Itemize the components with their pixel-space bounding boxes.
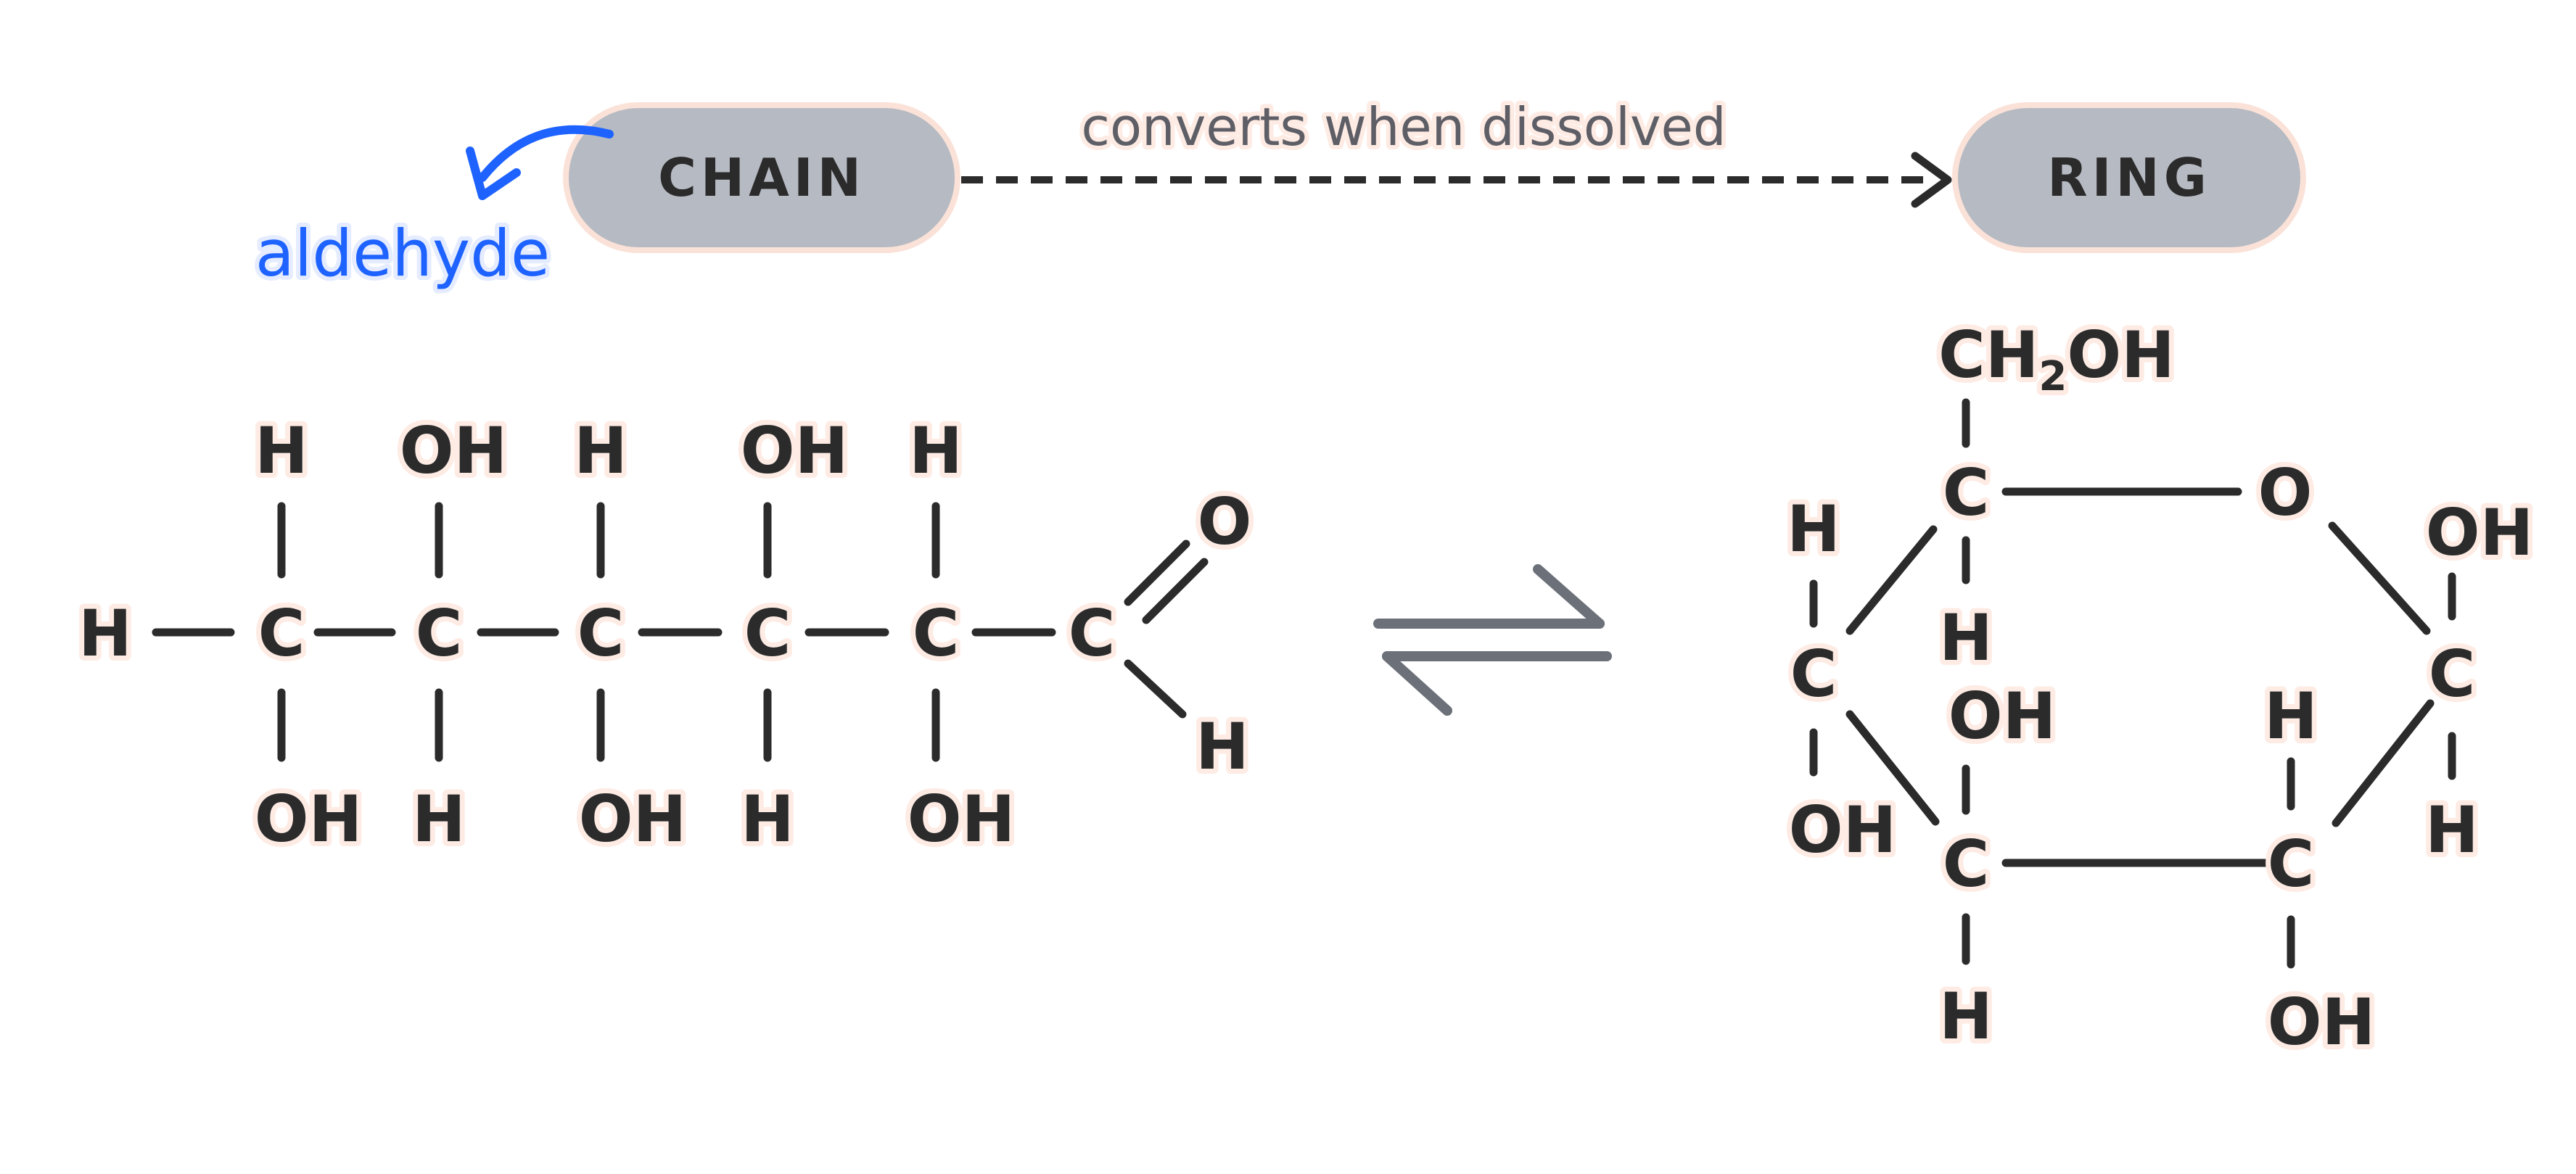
aldehyde-callout: aldehyde <box>255 216 550 291</box>
arrow-note: converts when dissolved <box>1081 96 1726 157</box>
ring-c4-hydroxyl: OH <box>1789 793 1896 867</box>
chain-carbon-1: C <box>258 596 305 671</box>
ring-ch2oh: CH2OH <box>1938 318 2175 400</box>
chain-carbon-3: C <box>577 596 625 671</box>
chain-carbon-2: C <box>416 596 463 671</box>
chain-bottom-3: OH <box>579 782 686 856</box>
ring-carbon-3: C <box>1943 827 1990 901</box>
ring-carbon-5: C <box>1943 455 1990 530</box>
ring-oxygen: O <box>2258 455 2313 530</box>
ring-c5-hydrogen: H <box>1939 600 1993 675</box>
chain-carbon-4: C <box>744 596 791 671</box>
ring-pill <box>1952 102 2306 253</box>
chain-top-2: OH <box>400 413 507 488</box>
ring-ch2oh-sub: 2 <box>2038 353 2067 400</box>
ring-carbon-2: C <box>2268 827 2315 901</box>
chain-top-5: H <box>909 413 963 488</box>
ring-c1-hydroxyl: OH <box>2426 495 2533 570</box>
chain-label: CHAIN <box>658 147 865 208</box>
ring-c3-hydroxyl: OH <box>1949 679 2056 753</box>
chain-bottom-4: H <box>741 782 794 856</box>
ring-c3-hydrogen: H <box>1939 979 1993 1054</box>
chain-bottom-1: OH <box>255 782 362 856</box>
header-row: CHAIN RING converts when dissolved aldeh… <box>251 92 2306 295</box>
chain-h-terminal: H <box>78 596 132 671</box>
chain-top-4: OH <box>741 413 848 488</box>
chain-pill <box>563 102 960 253</box>
chain-carbon-6: C <box>1069 596 1116 671</box>
ring-c2-hydroxyl: OH <box>2268 985 2375 1059</box>
ring-c4-hydrogen: H <box>1787 492 1840 566</box>
ring-structure: C O C C C C CH2OH H H OH OH H H OH OH H <box>1782 313 2538 1065</box>
chain-aldehyde-hydrogen: H <box>1196 709 1249 784</box>
dashed-arrow-head-icon <box>1911 152 1952 208</box>
ring-c2-hydrogen: H <box>2264 679 2318 753</box>
chain-top-1: H <box>255 413 308 488</box>
chain-top-3: H <box>574 413 627 488</box>
callout-arrow-icon <box>478 125 614 182</box>
chain-bottom-5: OH <box>908 782 1015 856</box>
callout-arrow-head-icon <box>466 146 521 200</box>
chain-bottom-2: H <box>412 782 466 856</box>
ring-c1-hydrogen: H <box>2425 793 2479 867</box>
chain-carbon-5: C <box>913 596 960 671</box>
ring-carbon-4: C <box>1790 637 1838 711</box>
ring-ch2oh-ch: CH <box>1938 318 2038 392</box>
chain-aldehyde-oxygen: O <box>1198 484 1252 559</box>
ring-ch2oh-oh: OH <box>2067 318 2174 392</box>
ring-carbon-1: C <box>2429 637 2476 711</box>
open-chain-structure: H C C C C C C H OH H OH H OH H OH H OH O… <box>73 408 1256 861</box>
equilibrium-arrows-icon <box>1373 564 1612 716</box>
ring-label: RING <box>2047 147 2211 208</box>
